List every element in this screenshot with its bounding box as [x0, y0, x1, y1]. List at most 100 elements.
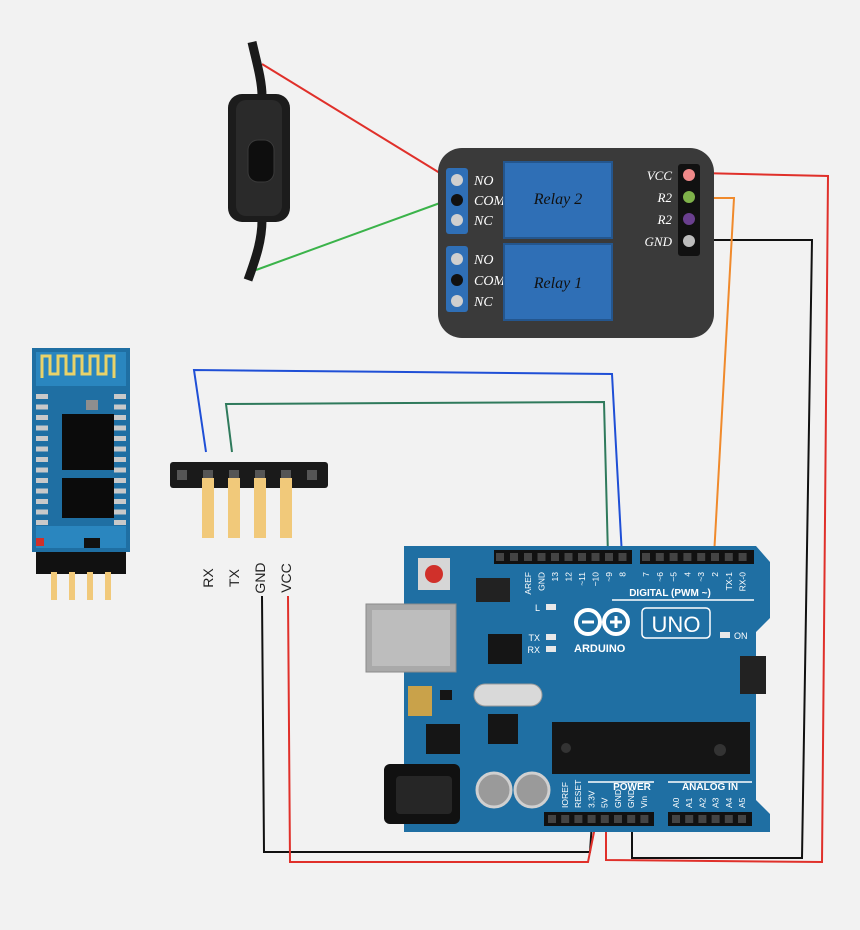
bt-side-pad — [36, 499, 48, 504]
analog-header-hole — [672, 815, 680, 823]
power-header — [544, 812, 654, 826]
bt-module-pin — [87, 572, 93, 600]
analog-label: ANALOG IN — [682, 782, 738, 793]
arduino-brand: ARDUINO — [574, 643, 626, 655]
relay-header-label: GND — [645, 234, 673, 249]
relay-vcc-pin — [683, 169, 695, 181]
header-pin-label: VCC — [278, 563, 294, 593]
relay2-coil — [503, 161, 613, 239]
digital-pin-label: ~11 — [577, 572, 587, 586]
digital-pin-label: GND — [537, 572, 547, 591]
bt-side-pad — [36, 415, 48, 420]
small-chip-b — [440, 690, 452, 700]
digital-pin-label: ~5 — [669, 572, 679, 582]
bt-side-pad — [36, 457, 48, 462]
analog-pin-label: A2 — [697, 797, 707, 808]
header-pin-label: GND — [252, 562, 268, 593]
bt-side-pad — [36, 467, 48, 473]
digital-header-hole — [642, 553, 650, 561]
power-pin-label: GND — [626, 789, 636, 808]
digital-pin-label: 12 — [564, 572, 574, 582]
bt-pin-header — [36, 552, 126, 574]
bt-red-component — [36, 538, 44, 546]
analog-header-hole — [685, 815, 694, 823]
power-pin-label: IOREF — [560, 782, 570, 808]
power-header-hole — [614, 815, 622, 823]
digital-label: DIGITAL (PWM ~) — [629, 588, 711, 599]
icsp-header-top — [476, 578, 510, 602]
bt-side-pad — [36, 478, 48, 483]
power-pin-label: 5V — [600, 797, 610, 808]
capacitor-b — [513, 771, 551, 809]
relay-header-label: R2 — [657, 212, 673, 227]
bt-side-pad — [114, 446, 126, 452]
led-on — [720, 632, 730, 638]
bt-header-strip — [170, 462, 328, 488]
wire-bt-rx-to-pin8 — [192, 368, 623, 557]
bt-side-pad — [114, 425, 126, 431]
wire-relay-gnd-to-gnd — [631, 239, 814, 859]
header-hole — [307, 470, 317, 480]
relay-terminal-label: NO — [473, 253, 493, 268]
relay-r2-pin-b — [683, 213, 695, 225]
digital-header-hole — [738, 553, 747, 561]
digital-pin-label: ~10 — [591, 572, 601, 587]
header-pin — [228, 478, 240, 538]
led-rx-label: RX — [527, 645, 540, 655]
bt-small-chip — [86, 400, 98, 410]
wires — [192, 63, 830, 864]
digital-header-hole — [683, 553, 692, 561]
digital-pin-label: AREF — [523, 572, 533, 595]
bt-side-pad — [36, 436, 48, 441]
bt-module-pin — [105, 572, 111, 600]
analog-pin-label: A1 — [684, 797, 694, 808]
analog-pin-label: A4 — [724, 797, 734, 808]
bt-side-pad — [114, 478, 126, 483]
capacitor-a — [475, 771, 513, 809]
inline-switch — [228, 41, 290, 282]
header-hole — [229, 470, 239, 480]
bt-side-pad — [114, 457, 126, 462]
header-pin — [280, 478, 292, 538]
switch-cable-top — [247, 41, 267, 97]
header-hole — [281, 470, 291, 480]
digital-header-hole — [724, 553, 733, 561]
digital-pin-label: RX-0 — [738, 572, 748, 592]
header-hole — [255, 470, 265, 480]
power-header-hole — [640, 815, 649, 823]
reset-button[interactable] — [425, 565, 443, 583]
bt-side-pad — [114, 467, 126, 473]
voltage-regulator — [426, 724, 460, 754]
analog-header-hole — [698, 815, 707, 823]
bt-side-pad — [114, 509, 126, 515]
power-pin-label: GND — [613, 789, 623, 808]
analog-header-hole — [724, 815, 733, 823]
bt-side-pad — [114, 488, 126, 494]
bt-side-pad — [114, 520, 126, 525]
bt-side-pad — [114, 499, 126, 504]
relay-terminal-dot — [451, 174, 463, 186]
digital-header-hole — [496, 553, 504, 561]
relay-header-label: VCC — [647, 168, 673, 183]
digital-pin-label: ~9 — [604, 572, 614, 582]
icsp-header-right — [740, 656, 766, 694]
power-header-hole — [587, 815, 596, 823]
usb-chip — [488, 634, 522, 664]
digital-header-hole — [655, 553, 664, 561]
bt-side-pad — [36, 520, 48, 525]
led-tx-label: TX — [528, 633, 540, 643]
digital-header-hole — [605, 553, 613, 561]
bt-side-pad — [36, 394, 48, 399]
digital-header-hole — [564, 553, 573, 561]
relay-header-label: R2 — [657, 190, 673, 205]
tan-capacitor — [408, 686, 432, 716]
bt-side-pad — [114, 394, 126, 399]
bt-module-pin — [51, 572, 57, 600]
relay-terminal-dot — [451, 295, 463, 307]
switch-rocker[interactable] — [247, 139, 275, 183]
power-pin-label: 3.3V — [586, 790, 596, 808]
digital-header-hole — [510, 553, 518, 561]
